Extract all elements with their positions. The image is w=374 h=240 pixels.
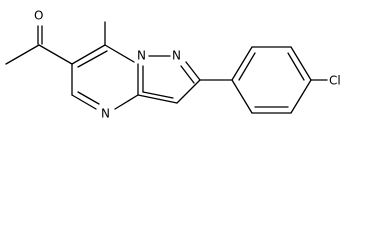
atom-label-n-bridgehead: N (137, 49, 146, 63)
structure-diagram: O N N N Cl (5, 9, 341, 121)
atom-label-chlorine: Cl (329, 74, 341, 88)
bond-n4-c3a (114, 94, 139, 110)
atom-label-n-pyrazole: N (172, 49, 181, 63)
bond-c6-c7-2 (77, 50, 108, 68)
bond-c5-n4-2 (77, 91, 100, 105)
bond-ph-3-4-inner (287, 52, 305, 81)
bond-n2-c2-2 (180, 65, 195, 84)
bond-ph-4-5 (290, 79, 312, 114)
bond-c5-n4-1 (71, 94, 97, 110)
bond-ph-3-4 (290, 46, 312, 81)
bond-methyl-carbonyl (5, 44, 40, 65)
bond-ph-6-1 (231, 79, 253, 114)
bond-carbonyl-c6 (38, 44, 73, 65)
bond-c7-n-bridge (104, 44, 135, 63)
bond-ph-1-2 (231, 46, 253, 81)
bond-c3-c3a-1 (137, 94, 178, 104)
bond-c6-c7-1 (71, 44, 106, 65)
bond-c3-c3a-2 (142, 91, 174, 99)
atom-label-n-pyrimidine: N (101, 107, 110, 121)
bond-n2-c2-1 (185, 61, 201, 81)
bond-ph-1-2-inner (238, 52, 256, 81)
atom-label-oxygen: O (34, 9, 43, 23)
bond-c2-c3 (176, 79, 201, 104)
